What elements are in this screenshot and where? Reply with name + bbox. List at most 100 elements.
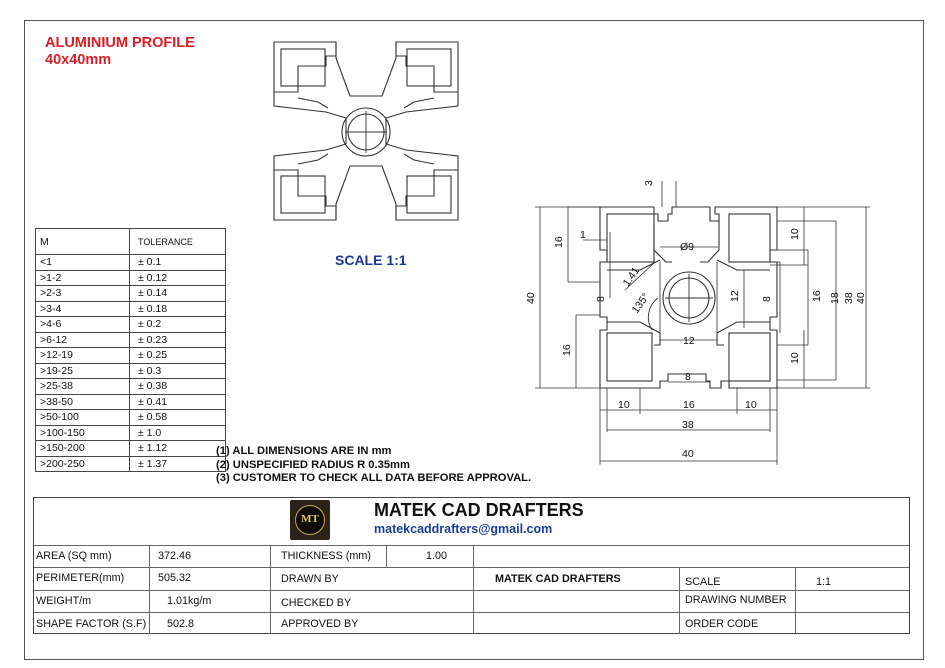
dim-bore: Ø9 [680, 241, 694, 253]
tolerance-cell: ± 0.41 [129, 393, 226, 410]
approved-by-label: APPROVED BY [281, 618, 359, 630]
tolerance-cell: ± 0.1 [129, 254, 226, 271]
note-1: (1) ALL DIMENSIONS ARE IN mm [216, 445, 392, 457]
range-cell: >4-6 [35, 316, 130, 333]
perimeter-label: PERIMETER(mm) [36, 572, 125, 584]
tolerance-cell: ± 0.58 [129, 409, 226, 426]
tolerance-cell: ± 0.12 [129, 269, 226, 286]
drawing-title: ALUMINIUM PROFILE 40x40mm [45, 35, 195, 69]
drawn-by-label: DRAWN BY [281, 573, 339, 585]
tolerance-row: >200-250± 1.37 [35, 455, 226, 472]
tolerance-row: >100-150± 1.0 [35, 424, 226, 441]
tolerance-row: >50-100± 0.58 [35, 409, 226, 426]
range-cell: >12-19 [35, 347, 130, 364]
tolerance-row: >2-3± 0.14 [35, 285, 226, 302]
dim-right-18: 18 [829, 292, 841, 304]
tolerance-row: >38-50± 0.41 [35, 393, 226, 410]
tolerance-cell: ± 0.14 [129, 285, 226, 302]
order-code-label: ORDER CODE [685, 618, 759, 630]
header-m: M [35, 228, 130, 255]
range-cell: >6-12 [35, 331, 130, 348]
general-notes: (1) ALL DIMENSIONS ARE IN mm (2) UNSPECI… [216, 445, 531, 486]
tolerance-cell: ± 0.38 [129, 378, 226, 395]
dim-left-top: 16 [553, 236, 565, 248]
tolerance-row: >150-200± 1.12 [35, 440, 226, 457]
company-logo: MT [290, 500, 330, 540]
tolerance-cell: ± 0.23 [129, 331, 226, 348]
title-line-2: 40x40mm [45, 52, 112, 68]
tolerance-cell: ± 0.2 [129, 316, 226, 333]
dim-right-top: 10 [789, 228, 801, 240]
drawing-number-label: DRAWING NUMBER [685, 594, 787, 606]
tolerance-row: >19-25± 0.3 [35, 362, 226, 379]
tolerance-row: >6-12± 0.23 [35, 331, 226, 348]
thickness-label: THICKNESS (mm) [281, 550, 371, 562]
range-cell: >38-50 [35, 393, 130, 410]
drawing-frame [24, 20, 924, 660]
tolerance-row: >1-2± 0.12 [35, 269, 226, 286]
range-cell: >2-3 [35, 285, 130, 302]
dim-bottom-40: 40 [682, 448, 694, 460]
range-cell: >150-200 [35, 440, 130, 457]
scale-note: SCALE 1:1 [335, 252, 407, 268]
dim-inner-left: 8 [595, 296, 607, 302]
company-email[interactable]: matekcaddrafters@gmail.com [374, 522, 553, 536]
dim-core-width: 12 [683, 335, 695, 347]
profile-view-small [273, 41, 459, 221]
range-cell: >1-2 [35, 269, 130, 286]
tolerance-cell: ± 1.37 [129, 455, 226, 472]
note-2: (2) UNSPECIFIED RADIUS R 0.35mm [216, 458, 410, 471]
tolerance-row: <1± 0.1 [35, 254, 226, 271]
tolerance-cell: ± 1.12 [129, 440, 226, 457]
dim-bottom-mid: 16 [683, 399, 695, 411]
dim-slot-width: 8 [685, 371, 691, 383]
dim-right-40: 40 [855, 292, 867, 304]
tolerance-row: >25-38± 0.38 [35, 378, 226, 395]
scale-label: SCALE [685, 576, 721, 588]
drawn-by-value: MATEK CAD DRAFTERS [495, 573, 621, 585]
dim-right-16: 16 [811, 290, 823, 302]
range-cell: >50-100 [35, 409, 130, 426]
company-name: MATEK CAD DRAFTERS [374, 500, 584, 520]
tolerance-row: >3-4± 0.18 [35, 300, 226, 317]
range-cell: >200-250 [35, 455, 130, 472]
dim-slot-wall: 1 [580, 229, 586, 241]
checked-by-label: CHECKED BY [281, 597, 352, 609]
tolerance-cell: ± 1.0 [129, 424, 226, 441]
tolerance-row: >4-6± 0.2 [35, 316, 226, 333]
thickness-value: 1.00 [426, 550, 448, 562]
tolerance-cell: ± 0.25 [129, 347, 226, 364]
scale-value: 1:1 [816, 576, 832, 588]
logo-text: MT [301, 513, 319, 525]
range-cell: >19-25 [35, 362, 130, 379]
note-3: (3) CUSTOMER TO CHECK ALL DATA BEFORE AP… [216, 472, 532, 484]
profile-dimension-drawing: 3 1 Ø9 1.41 135° 16 16 40 8 12 12 8 10 1… [525, 180, 870, 465]
weight-label: WEIGHT/m [36, 595, 92, 607]
tolerance-cell: ± 0.3 [129, 362, 226, 379]
perimeter-value: 505.32 [158, 572, 192, 584]
dim-core-height: 12 [729, 290, 741, 302]
dim-slot-depth: 3 [643, 180, 655, 186]
range-cell: >3-4 [35, 300, 130, 317]
shape-factor-value: 502.8 [167, 618, 195, 630]
dim-bottom-right: 10 [745, 399, 757, 411]
header-tolerance: TOLERANCE [129, 228, 226, 255]
range-cell: >100-150 [35, 424, 130, 441]
title-line-1: ALUMINIUM PROFILE [45, 35, 195, 51]
weight-value: 1.01kg/m [167, 595, 212, 607]
dim-bottom-left: 10 [618, 399, 630, 411]
dim-left-overall: 40 [525, 292, 537, 304]
dim-inner-right: 8 [761, 296, 773, 302]
dim-right-38: 38 [843, 292, 855, 304]
area-value: 372.46 [158, 550, 192, 562]
shape-factor-label: SHAPE FACTOR (S.F) [36, 618, 147, 630]
area-label: AREA (SQ mm) [36, 550, 112, 562]
tolerance-cell: ± 0.18 [129, 300, 226, 317]
dim-right-bottom: 10 [789, 352, 801, 364]
title-block: AREA (SQ mm) 372.46 THICKNESS (mm) 1.00 … [33, 497, 910, 634]
dim-bottom-38: 38 [682, 419, 694, 431]
range-cell: >25-38 [35, 378, 130, 395]
dim-left-bottom: 16 [561, 344, 573, 356]
